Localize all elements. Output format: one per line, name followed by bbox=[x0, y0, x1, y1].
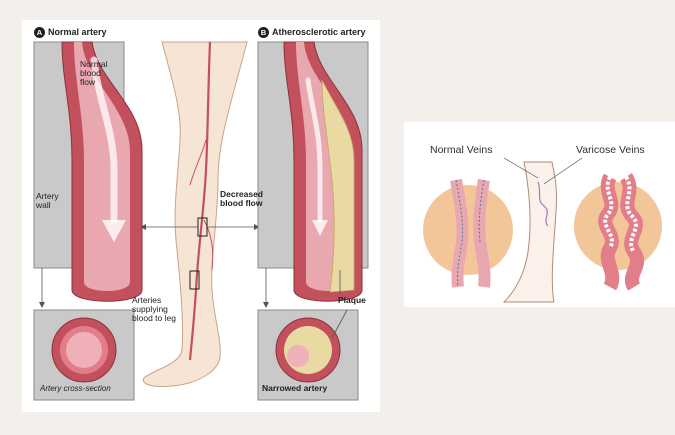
plaque-buildup bbox=[321, 79, 355, 293]
leg-zoom-box-lower bbox=[189, 270, 200, 290]
plaque-label: Plaque bbox=[338, 295, 366, 305]
leg-varicose-mark bbox=[537, 181, 549, 227]
normal-veins-label: Normal Veins bbox=[430, 144, 493, 156]
artery-wall-label: Artery wall bbox=[36, 191, 59, 210]
cross-section-label: Artery cross-section bbox=[40, 384, 111, 393]
normal-flow-label: Normal blood flow bbox=[80, 59, 108, 87]
normal-vein-right bbox=[473, 178, 491, 288]
narrowed-artery-label: Narrowed artery bbox=[262, 383, 328, 393]
veins-diagram-graphic bbox=[423, 157, 662, 303]
normal-flow-arrowhead bbox=[102, 220, 126, 242]
varicose-veins-label: Varicose Veins bbox=[576, 144, 645, 156]
narrowed-cross-section-lumen bbox=[287, 345, 309, 367]
normal-flow-arrow bbox=[90, 56, 118, 224]
normal-cross-section-inner bbox=[66, 332, 102, 368]
artery-diagram-graphic bbox=[33, 41, 369, 401]
varicose-veins-illustration: Normal Veins Varicose Veins bbox=[404, 122, 675, 307]
arteries-supplying-label: Arteries supplying blood to leg bbox=[132, 295, 176, 323]
varicose-vein-circle bbox=[574, 182, 662, 270]
leg-silhouette bbox=[502, 161, 557, 303]
leg-outline bbox=[142, 41, 248, 387]
leg-main-artery bbox=[188, 41, 212, 361]
decreased-flow-label: Decreased blood flow bbox=[220, 189, 264, 208]
